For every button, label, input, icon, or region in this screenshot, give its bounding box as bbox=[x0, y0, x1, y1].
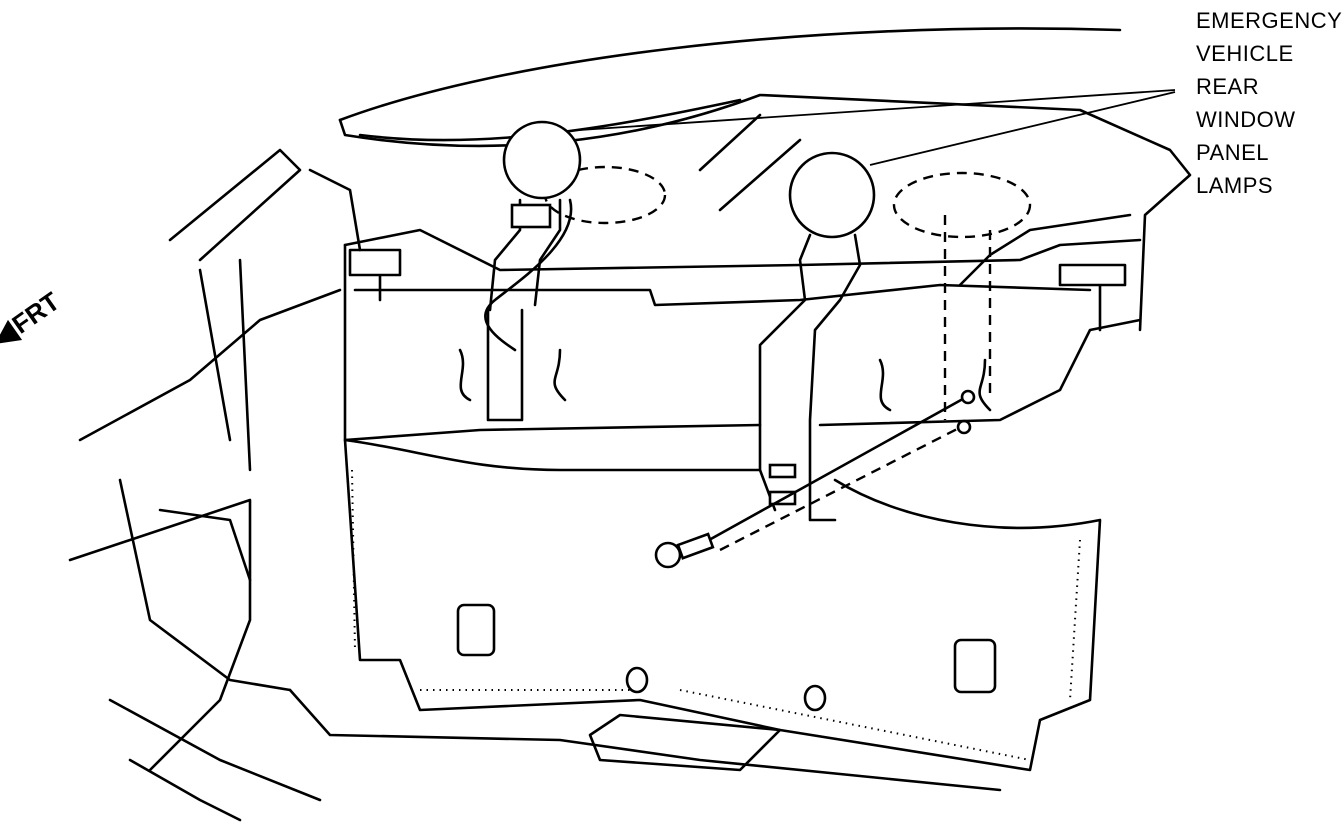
floor-plate bbox=[588, 713, 782, 772]
door-opening bbox=[68, 288, 342, 772]
upper-trim-panel bbox=[343, 243, 1142, 442]
shelf-rear-edge bbox=[958, 213, 1132, 287]
roof-outline bbox=[338, 27, 1122, 122]
access-cover-left bbox=[456, 603, 496, 657]
callout-line-1: EMERGENCY bbox=[1196, 8, 1343, 33]
right-lamp-bracket bbox=[758, 233, 862, 522]
wire-clip-left bbox=[458, 348, 567, 402]
callout-line-5: PANEL bbox=[1196, 140, 1270, 165]
rear-window-upper bbox=[338, 93, 1192, 332]
carpet-texture-2 bbox=[420, 689, 1031, 761]
callout-line-3: REAR bbox=[1196, 74, 1260, 99]
left-lamp-wire bbox=[484, 198, 573, 352]
quarter-panel-lines bbox=[198, 258, 252, 472]
leader-line-right-lamp bbox=[869, 91, 1176, 166]
carpet-texture-1 bbox=[351, 469, 1081, 701]
bolt-hole-2 bbox=[956, 419, 972, 435]
callout-line-2: VEHICLE bbox=[1196, 41, 1294, 66]
screw-guide-lower bbox=[719, 423, 966, 552]
access-cover-right bbox=[953, 638, 997, 694]
left-lamp-clip bbox=[510, 203, 552, 229]
right-bracket-hole-1 bbox=[768, 463, 797, 479]
bolt-hole-1 bbox=[960, 389, 976, 405]
leader-line-left-lamp bbox=[579, 89, 1176, 131]
callout-line-4: WINDOW bbox=[1196, 107, 1296, 132]
left-latch bbox=[348, 248, 402, 302]
lamp-callout-label: EMERGENCY VEHICLE REAR WINDOW PANEL LAMP… bbox=[1196, 4, 1342, 202]
wire-clip-right bbox=[878, 358, 992, 412]
plug-right bbox=[803, 684, 827, 712]
right-lamp-dashed-base bbox=[892, 171, 1032, 239]
package-shelf-edge bbox=[353, 283, 1092, 307]
screw-guide-upper bbox=[698, 393, 972, 547]
callout-line-6: LAMPS bbox=[1196, 173, 1274, 198]
sill-plate bbox=[108, 698, 322, 822]
left-bracket-plate bbox=[486, 308, 524, 422]
body-pillar bbox=[168, 148, 362, 262]
left-lamp-dome bbox=[502, 120, 582, 200]
screw-shank bbox=[676, 532, 715, 560]
quarter-panel bbox=[118, 478, 292, 692]
right-latch bbox=[1058, 263, 1127, 332]
trunk-floor-edge bbox=[288, 688, 1002, 792]
plug-left bbox=[625, 666, 649, 694]
right-lamp-dome bbox=[788, 151, 876, 239]
screw-head bbox=[654, 541, 682, 569]
lower-trim-panel bbox=[343, 438, 1102, 772]
